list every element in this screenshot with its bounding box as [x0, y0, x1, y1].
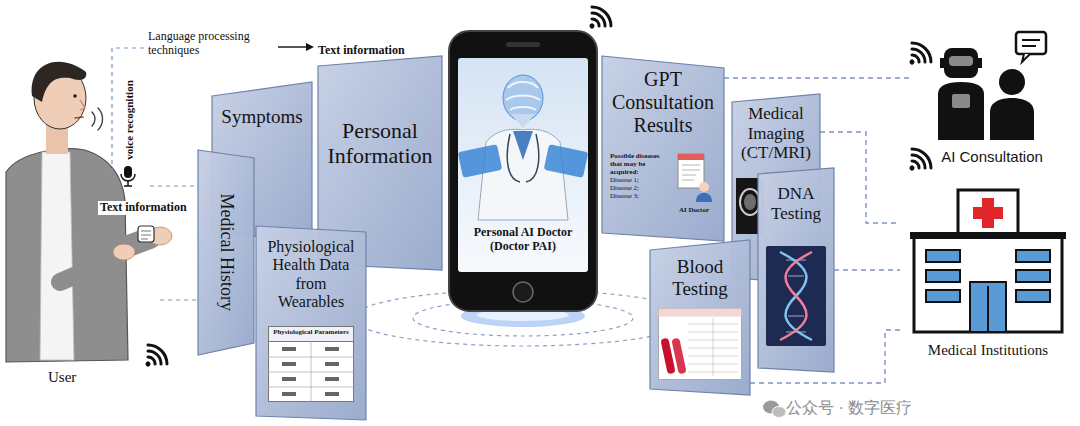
- ai-consultation-icon: [932, 30, 1052, 142]
- annotation-text: Language processing techniques: [148, 30, 273, 58]
- panel-outline: [650, 240, 750, 395]
- node-title: Medical Institutions: [900, 342, 1076, 359]
- text-column: Medical Institutions: [900, 342, 1076, 359]
- node-text: AI Doctor: [668, 206, 720, 214]
- node-title: Medical Imaging (CT/MRI): [737, 104, 815, 163]
- text-column: Physiological Health Data from Wearables: [261, 238, 361, 312]
- result-panel: GPT Consultation ResultsPossible disease…: [602, 56, 724, 241]
- node-title: Personal Information: [324, 118, 436, 169]
- annotation-label: Language processing techniques: [148, 30, 273, 58]
- hospital-icon: [908, 186, 1068, 336]
- dashed-connector: [834, 269, 900, 270]
- node-title: Medical History: [216, 194, 237, 311]
- annotation-text: Text information: [98, 201, 189, 215]
- annotation-text: voice recognition: [123, 80, 136, 160]
- text-column: Physiological Parameters: [269, 328, 353, 336]
- service-icon: AI Consultation: [912, 30, 1072, 180]
- parameter-table: [268, 326, 354, 402]
- node-text: Disease 3;: [610, 192, 670, 200]
- annotation-label: Text information: [98, 197, 189, 215]
- node-text: Physiological Parameters: [269, 328, 353, 336]
- dashed-connector: [724, 77, 912, 78]
- blood-report: [658, 308, 742, 380]
- text-column: Possible diseases that may be acquired:D…: [610, 152, 670, 200]
- report-icon: [674, 152, 714, 202]
- text-column: Personal Information: [324, 118, 436, 169]
- service-icon: Medical Institutions: [900, 186, 1076, 370]
- node-text: Possible diseases that may be acquired:: [610, 152, 670, 176]
- node-title: GPT Consultation Results: [608, 68, 718, 137]
- node-title: Personal AI Doctor (Doctor PAI): [462, 226, 584, 254]
- node-text: Disease 1;: [610, 176, 670, 184]
- node-title: Symptoms: [218, 106, 306, 128]
- input-panel: Medical History: [198, 150, 254, 355]
- panel-outline: [198, 150, 254, 355]
- wechat-icon: [763, 401, 786, 418]
- text-column: AI Consultation: [912, 148, 1072, 165]
- panel-outline: [602, 56, 724, 241]
- text-column: Medical Imaging (CT/MRI): [737, 104, 815, 163]
- text-column: Blood Testing: [656, 256, 744, 300]
- node-title: AI Consultation: [912, 148, 1072, 165]
- node-title: Physiological Health Data from Wearables: [261, 238, 361, 312]
- wifi-icon: [901, 39, 935, 73]
- input-panel: Physiological Health Data from Wearables…: [256, 226, 366, 420]
- watermark: 公众号 · 数字医疗: [786, 399, 912, 417]
- text-column: Symptoms: [218, 106, 306, 128]
- annotation-label: User: [48, 368, 76, 386]
- node-title: DNA Testing: [762, 184, 830, 223]
- test-panel: Blood Testing: [650, 240, 750, 395]
- smartphone: Personal AI Doctor (Doctor PAI): [448, 30, 598, 312]
- text-column: AI Doctor: [668, 206, 720, 214]
- text-column: Personal AI Doctor (Doctor PAI): [462, 226, 584, 254]
- annotation-label: voice recognition: [119, 80, 137, 160]
- annotation-text: Text information: [318, 44, 405, 58]
- text-column: GPT Consultation Results: [608, 68, 718, 137]
- annotation-text: User: [48, 369, 76, 386]
- text-column: Medical History: [216, 194, 237, 311]
- annotation-label: Text information: [318, 40, 405, 58]
- panel-outline: [758, 168, 834, 372]
- annotation-label: 公众号 · 数字医疗: [786, 399, 912, 417]
- smartphone-illustration: [448, 30, 598, 312]
- process-arrow: [278, 43, 314, 51]
- test-panel: DNA Testing: [758, 168, 834, 372]
- microphone-icon: [121, 166, 135, 186]
- panel-outline: [256, 226, 366, 420]
- text-column: DNA Testing: [762, 184, 830, 223]
- wifi-icon: [137, 341, 171, 375]
- dna-image: [766, 246, 826, 346]
- node-text: Disease 2;: [610, 184, 670, 192]
- node-title: Blood Testing: [656, 256, 744, 300]
- wifi-icon: [901, 145, 935, 179]
